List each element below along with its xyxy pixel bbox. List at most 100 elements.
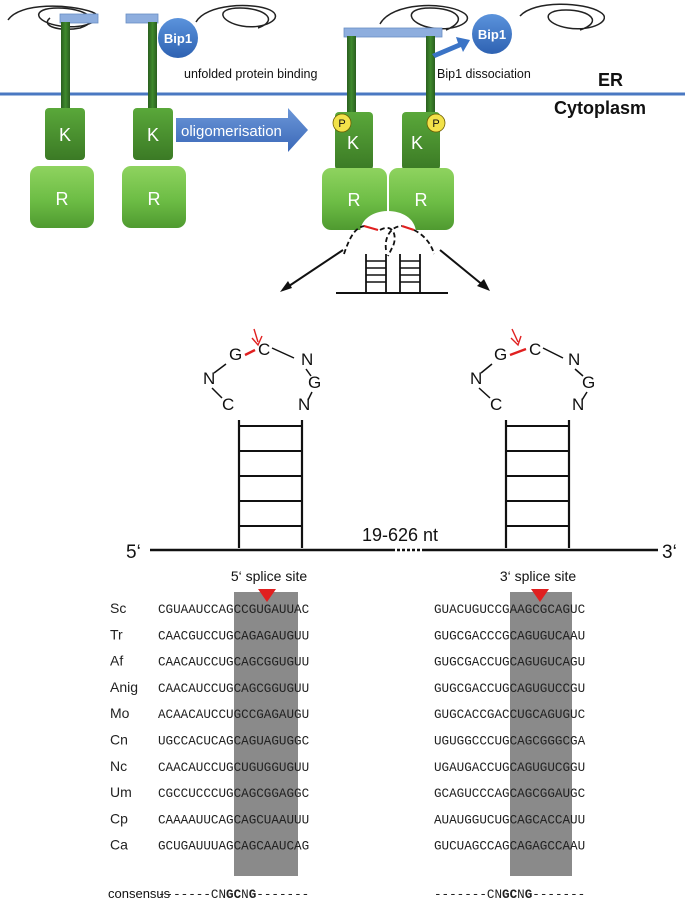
splice3-sequence: GCAGUCCCAGCAGCGGAUGC [434,787,586,801]
ire1-monomer-2: K R Bip1 [122,13,198,228]
splice-site-5-label: 5‘ splice site [231,568,307,584]
loop-nucleotide-n: N [568,350,580,369]
phosphate-label: P [432,118,439,130]
unfolded-protein-squiggle-2 [195,4,277,29]
splice5-sequence: CAAAAUUCAGCAGCUAAUUU [158,813,309,827]
splice3-sequence: GUCUAGCCAGCAGAGCCAAU [434,840,585,854]
transmembrane-stalk [148,22,157,108]
cleavage-marker-5 [258,589,276,602]
unfolded-protein-squiggle-3 [379,4,469,31]
organism-label: Tr [110,626,123,642]
organism-label: Anig [110,679,138,695]
organism-label: Ca [110,837,128,853]
consensus-label: consensus [108,886,171,901]
splice3-sequence: UGUGGCCCUGCAGCGGGCGA [434,735,586,749]
bip1-dissociation-arrow [432,37,470,58]
loop-nucleotide-n: N [301,350,313,369]
mini-dual-hairpin [336,224,448,294]
rnase-label: R [56,189,69,209]
kinase-domain [45,108,85,160]
splice5-sequence: CAACAUCCUGCAGCGGUGUU [158,656,309,670]
rnase-domain [389,168,454,230]
bip1-chaperone [158,18,198,58]
rnase-domain [122,166,186,228]
unfolded-protein-squiggle-4 [519,3,606,31]
loop-nucleotide-c: C [222,395,234,414]
organism-label: Cp [110,810,128,826]
splice5-sequence: CAACGUCCUGCAGAGAUGUU [158,629,309,643]
luminal-sensor-cap [59,13,99,24]
organism-label: Mo [110,705,130,721]
splice3-highlight [510,592,572,876]
loop-nucleotide-g: G [494,345,507,364]
bip1-released [472,14,512,54]
splice3-sequence: AUAUGGUCUGCAGCACCAUU [434,813,585,827]
splice5-sequence: GCUGAUUUAGCAGCAAUCAG [158,840,309,854]
loop-nucleotide-n: N [298,395,310,414]
hairpin-5prime: G C N N G C N [203,328,321,548]
er-label: ER [598,70,623,90]
loop-nucleotide-c: C [529,340,541,359]
splice3-sequence: GUGCACCGACCUGCAGUGUC [434,708,586,722]
zoom-arrows [280,249,490,292]
rnase-label: R [148,189,161,209]
rnase-label: R [415,190,428,210]
splice3-sequences: GUACUGUCCGAAGCGCAGUC GUGCGACCCGCAGUGUCAAU… [434,603,586,854]
luminal-sensor-cap [125,13,159,24]
splice5-sequence: CAACAUCCUGCUGUGGUGUU [158,761,309,775]
hairpin-3prime: G C N N G C N [470,328,595,548]
kinase-domain [133,108,173,160]
phosphate-badge [332,113,352,133]
organism-label: Nc [110,758,127,774]
splice3-sequence: GUGCGACCUGCAGUGUCAGU [434,656,585,670]
splice-site-3-label: 3‘ splice site [500,568,576,584]
transmembrane-stalk [347,36,356,112]
organism-label: Sc [110,600,126,616]
splice3-sequence: GUGCGACCCGCAGUGUCAAU [434,629,585,643]
transmembrane-stalk [426,36,435,112]
phosphate-label: P [338,118,345,130]
hairpin-stem [237,420,304,548]
splice5-sequence: CGUAAUCCAGCCGUGAUUAC [158,603,310,617]
bip1-dissociation-label: Bip1 dissociation [437,67,531,81]
splice5-sequences: CGUAAUCCAGCCGUGAUUAC CAACGUCCUGCAGAGAUGUU… [158,603,310,854]
three-prime-label: 3‘ [662,542,677,563]
ire1-monomer-1: K R [30,13,99,228]
splice3-sequence: UGAUGACCUGCAGUGUCGGU [434,761,585,775]
oligomerisation-label: oligomerisation [181,123,282,140]
loop-nucleotide-n: N [203,369,215,388]
splice5-sequence: UGCCACUCAGCAGUAGUGGC [158,735,310,749]
loop-nucleotide-n: N [470,369,482,388]
kinase-label: K [59,125,71,145]
ire1-dimer: K K P P R R [322,27,454,232]
splice5-sequence: CGCCUCCCUGCAGCGGAGGC [158,787,310,801]
splice3-sequence: GUGCGACCUGCAGUGUCCGU [434,682,585,696]
splice5-sequence: ACAACAUCCUGCCGAGAUGU [158,708,309,722]
loop-nucleotide-c: C [490,395,502,414]
unfolded-protein-squiggle-1 [7,5,99,30]
kinase-label: K [147,125,159,145]
consensus-3: -------CNGCNG------- [434,888,585,902]
kinase-label: K [347,133,359,153]
transmembrane-stalk [61,22,70,108]
loop-nucleotide-g: G [582,373,595,392]
splice3-sequence: GUACUGUCCGAAGCGCAGUC [434,603,586,617]
cleavage-marker-3 [531,589,549,602]
hairpin-stem [504,420,571,548]
loop-nucleotide-c: C [258,340,270,359]
splice5-sequence: CAACAUCCUGCAGCGGUGUU [158,682,309,696]
luminal-sensor-cap [343,27,443,38]
five-prime-label: 5‘ [126,542,141,563]
phosphate-badge [426,113,446,133]
splice5-highlight [234,592,298,876]
bip1-released-label: Bip1 [478,27,506,42]
loop-nucleotide-n: N [572,395,584,414]
loop-nucleotide-g: G [308,373,321,392]
rnase-domain [322,168,387,230]
rnase-label: R [348,190,361,210]
oligomerisation-arrow [176,108,308,152]
cytoplasm-label: Cytoplasm [554,98,646,118]
loop-nucleotide-g: G [229,345,242,364]
